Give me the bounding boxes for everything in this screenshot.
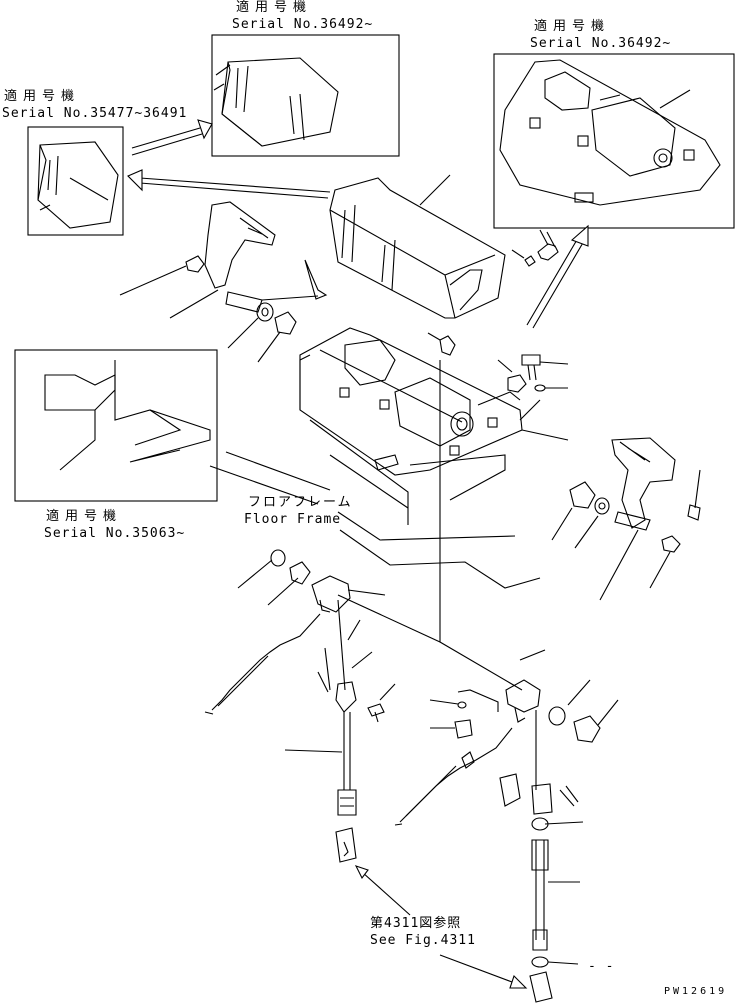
box-top-right-serial: Serial No.36492~ (530, 36, 672, 51)
center-rod (439, 360, 523, 691)
bolt-and-washer-upper (511, 229, 559, 267)
bushings-right (551, 481, 610, 549)
floor-frame-leaders (337, 511, 541, 589)
box-top-center-jp: 適用号機 (236, 0, 313, 15)
linkage-rod (337, 594, 441, 643)
box-left-serial: Serial No.35477~36491 (2, 106, 188, 121)
box-mid-left-serial: Serial No.35063~ (44, 526, 186, 541)
box-left-jp: 適用号機 (4, 89, 81, 104)
reference-jp: 第4311図参照 (370, 916, 462, 931)
left-pedal (119, 201, 328, 319)
linkage-right (394, 649, 619, 1003)
bushings-upper-left (227, 302, 297, 363)
bolt-center (427, 332, 456, 356)
box-left (27, 126, 124, 236)
right-pedal (599, 437, 701, 601)
dash-mark: - - (588, 959, 615, 974)
box-top-center-serial: Serial No.36492~ (232, 17, 374, 32)
drawing-code: PW12619 (664, 986, 728, 997)
box-mid-left (14, 349, 218, 502)
connector-arrows (127, 119, 589, 329)
linkage-left (204, 549, 396, 863)
box-top-center (211, 34, 400, 157)
main-cover (329, 174, 506, 319)
leader-lines-misc (209, 451, 331, 505)
floor-frame-jp: フロアフレーム (248, 495, 353, 510)
reference-en: See Fig.4311 (370, 933, 476, 948)
fasteners-right (497, 354, 569, 441)
box-top-right-jp: 適用号機 (534, 19, 611, 34)
floor-frame-en: Floor Frame (244, 512, 342, 527)
reference-arrows (354, 865, 528, 989)
box-top-right (493, 53, 735, 229)
box-mid-left-jp: 適用号機 (46, 509, 123, 524)
